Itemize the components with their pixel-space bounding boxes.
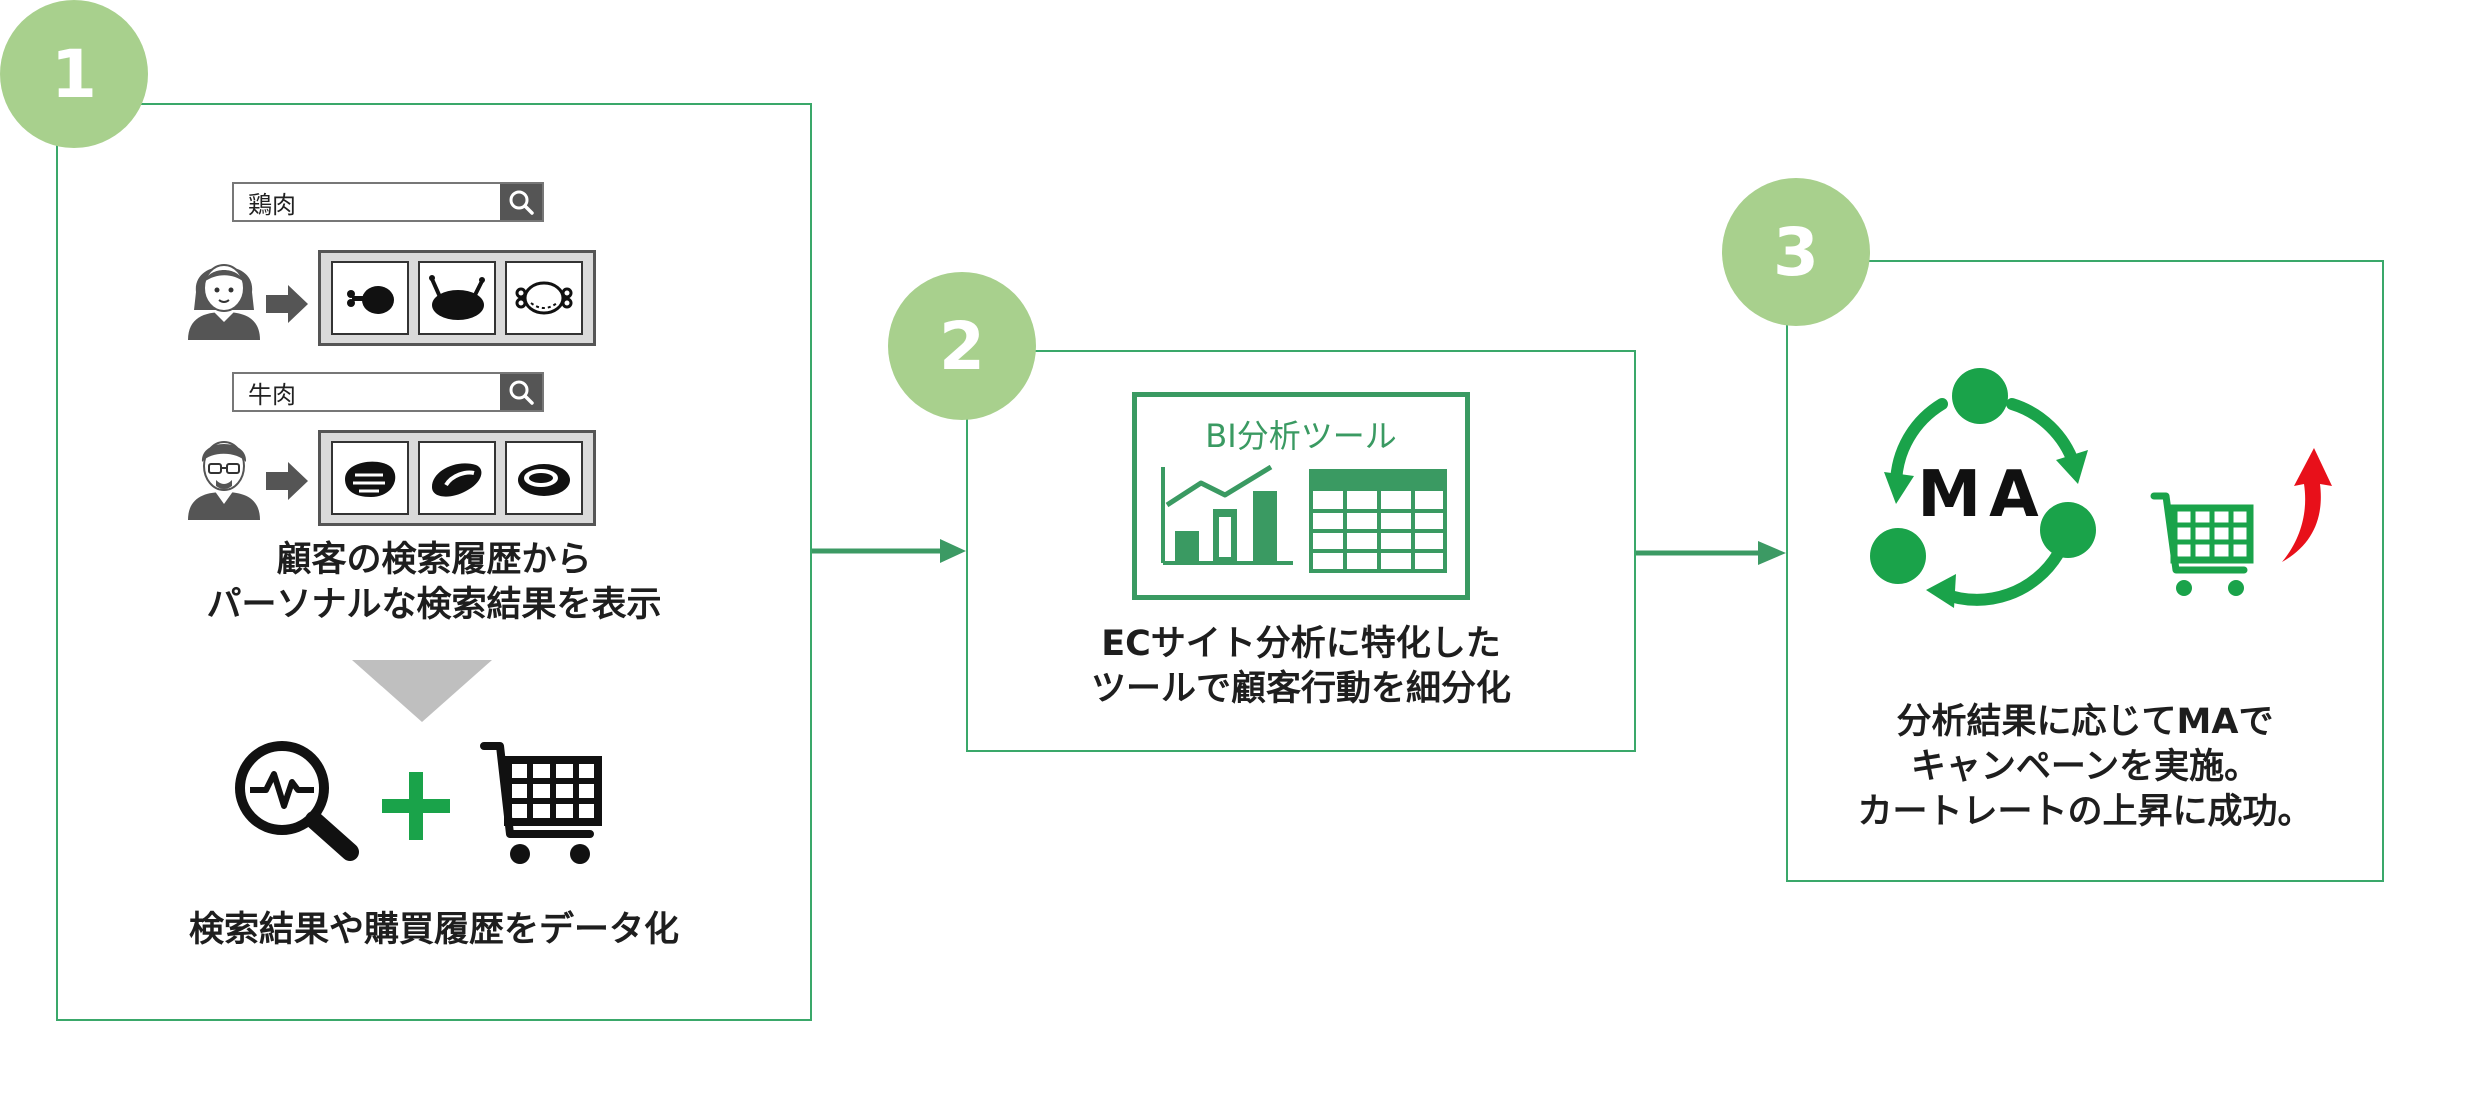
- search-input-beef[interactable]: 牛肉: [248, 380, 296, 409]
- step-3-caption-line1: 分析結果に応じてMAで: [1896, 702, 2274, 742]
- green-cart-icon: [2150, 492, 2254, 596]
- arrow-right-icon: [266, 462, 308, 500]
- plus-icon: [382, 772, 450, 840]
- meat-cut-icon: [431, 463, 482, 497]
- result-tile[interactable]: [331, 441, 410, 515]
- man-user-icon: [188, 441, 260, 520]
- flow-arrow-1-2: [812, 539, 966, 563]
- step-3-badge: 3: [1722, 178, 1870, 326]
- search-analysis-icon: [235, 741, 359, 861]
- result-tile[interactable]: [504, 441, 583, 515]
- triangle-down-icon: [352, 660, 492, 722]
- step-3-caption-line2: キャンペーンを実施。: [1910, 746, 2260, 787]
- search-icon[interactable]: [500, 374, 542, 410]
- step-2-caption: ECサイト分析に特化した ツールで顧客行動を細分化: [966, 622, 1636, 712]
- step-2-caption-line2: ツールで顧客行動を細分化: [1090, 668, 1511, 709]
- step-2-caption-line1: ECサイト分析に特化した: [1101, 624, 1501, 664]
- result-tile[interactable]: [417, 441, 496, 515]
- search-bar-beef[interactable]: 牛肉: [232, 372, 544, 412]
- step-1-caption-line2: パーソナルな検索結果を表示: [206, 584, 662, 625]
- step-3-number: 3: [1773, 213, 1819, 291]
- step-3-caption: 分析結果に応じてMAで キャンペーンを実施。 カートレートの上昇に成功。: [1786, 700, 2384, 834]
- spreadsheet-icon: [1309, 469, 1447, 573]
- roast-chicken-icon: [428, 275, 485, 320]
- steak-icon: [345, 461, 396, 497]
- step-1-bottom-caption: 検索結果や購買履歴をデータ化: [188, 910, 679, 950]
- step-3-caption-line3: カートレートの上昇に成功。: [1857, 791, 2313, 832]
- result-tile[interactable]: [331, 261, 410, 335]
- flow-arrow-2-3: [1636, 541, 1786, 565]
- search-input-chicken[interactable]: 鶏肉: [248, 190, 296, 219]
- chicken-leg-icon: [347, 286, 395, 314]
- search-bar-chicken[interactable]: 鶏肉: [232, 182, 544, 222]
- ma-label: MA: [1917, 458, 2047, 532]
- up-arrow-icon: [2282, 448, 2332, 562]
- step-2-number: 2: [939, 307, 985, 385]
- ma-cycle-icon: [1870, 368, 2096, 608]
- step-1-caption: 顧客の検索履歴から パーソナルな検索結果を表示: [56, 538, 812, 628]
- bi-tool-panel: BI分析ツール: [1132, 392, 1470, 600]
- step-1-number: 1: [51, 35, 97, 113]
- sirloin-icon: [517, 464, 570, 496]
- chicken-wing-icon: [515, 281, 573, 315]
- result-panel-chicken: [318, 250, 596, 346]
- result-tile[interactable]: [504, 261, 583, 335]
- bar-chart-icon: [1161, 465, 1293, 565]
- search-icon[interactable]: [500, 184, 542, 220]
- result-panel-beef: [318, 430, 596, 526]
- step-2-badge: 2: [888, 272, 1036, 420]
- result-tile[interactable]: [417, 261, 496, 335]
- step-1-caption-line1: 顧客の検索履歴から: [276, 540, 592, 580]
- shopping-cart-icon: [480, 742, 602, 864]
- woman-user-icon: [188, 264, 260, 340]
- bi-tool-label: BI分析ツール: [1205, 417, 1397, 455]
- step-1-badge: 1: [0, 0, 148, 148]
- arrow-right-icon: [266, 285, 308, 323]
